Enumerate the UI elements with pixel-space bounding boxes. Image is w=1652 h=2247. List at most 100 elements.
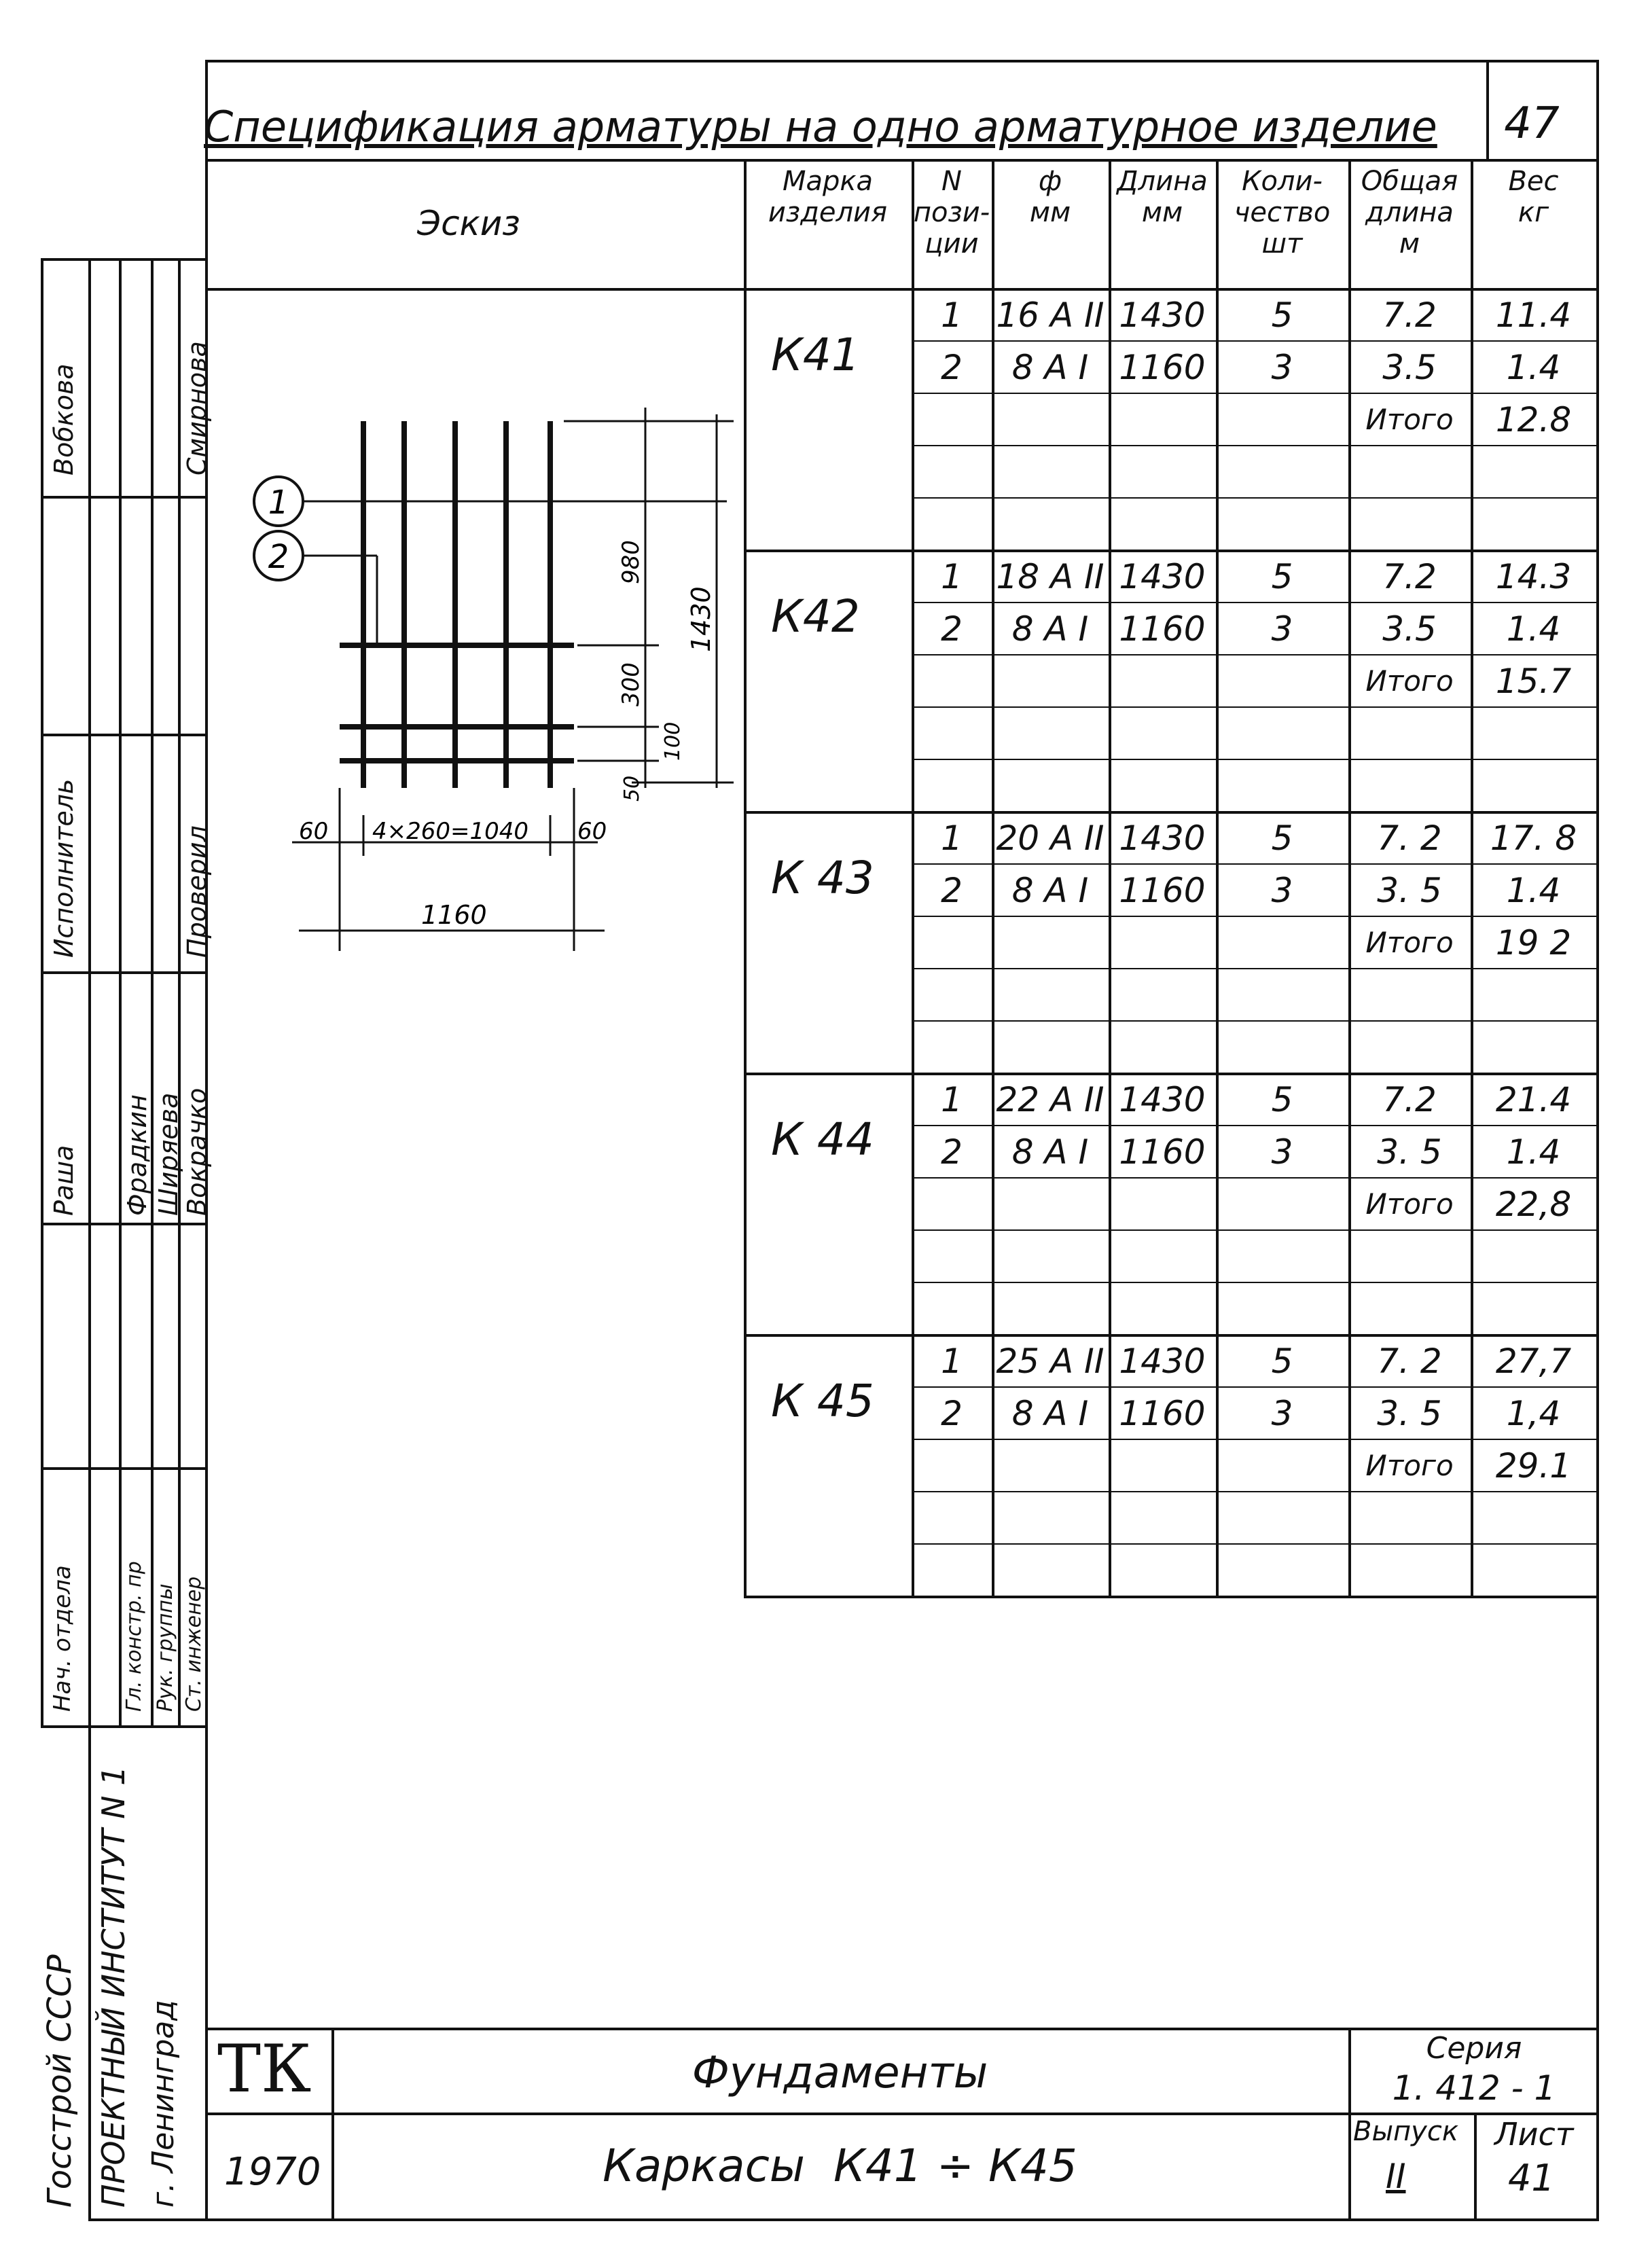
header-length-line: Длина	[1117, 166, 1208, 197]
header-total-len-line: Общая	[1361, 166, 1458, 197]
issue-value: II	[1386, 2157, 1406, 2196]
cell-qty: 5	[1271, 1342, 1293, 1381]
row-line	[912, 1282, 1599, 1283]
total-label: Итого	[1365, 1449, 1454, 1482]
dim-1430: 1430	[686, 586, 716, 652]
group-line	[744, 550, 1599, 552]
cell-dia: 25 А II	[996, 1342, 1105, 1381]
cell-weight: 27,7	[1495, 1342, 1572, 1381]
group-line	[744, 1334, 1599, 1337]
row-line	[912, 759, 1599, 760]
cell-qty: 3	[1271, 348, 1293, 387]
header-weight-line: Вес	[1508, 166, 1559, 197]
cell-length: 1160	[1119, 871, 1206, 910]
cell-weight: 1.4	[1506, 609, 1561, 649]
total-weight: 12.8	[1495, 400, 1572, 439]
check-name: Смирнова	[182, 341, 212, 475]
cell-length: 1430	[1119, 1342, 1206, 1381]
cell-dia: 8 А I	[1011, 1394, 1089, 1433]
row-line	[912, 1020, 1599, 1022]
cell-pos: 1	[941, 557, 963, 596]
cell-length: 1430	[1119, 819, 1206, 858]
pos2-callout: 2	[268, 538, 289, 576]
cell-dia: 8 А I	[1011, 871, 1089, 910]
cell-weight: 1,4	[1506, 1394, 1561, 1433]
row-line	[912, 916, 1599, 917]
cell-dia: 16 А II	[996, 295, 1105, 335]
cell-pos: 2	[941, 1132, 963, 1172]
cell-dia: 20 А II	[996, 819, 1105, 858]
row-line	[912, 1439, 1599, 1440]
cell-total-len: 3. 5	[1377, 1394, 1442, 1433]
name-shiryaeva: Ширяева	[154, 1092, 183, 1216]
group-line	[744, 1073, 1599, 1075]
header-length-line: мм	[1141, 197, 1183, 228]
cell-weight: 1.4	[1506, 348, 1561, 387]
item-mark: К41	[771, 329, 860, 381]
series-value: 1. 412 - 1	[1392, 2068, 1556, 2108]
item-mark: К 45	[771, 1375, 874, 1427]
cell-total-len: 3. 5	[1377, 1132, 1442, 1172]
item-mark: К42	[771, 590, 860, 643]
tb-line1: Фундаменты	[692, 2048, 988, 2098]
cell-qty: 5	[1271, 819, 1293, 858]
row-line	[912, 863, 1599, 865]
cell-total-len: 3.5	[1382, 348, 1437, 387]
header-mark-line: Марка	[782, 166, 874, 197]
col-line	[1596, 159, 1599, 1596]
frame-left	[205, 60, 208, 2220]
spec-title: Спецификация арматуры на одно арматурное…	[204, 102, 1437, 151]
dim-980: 980	[617, 540, 645, 584]
row-line	[912, 602, 1599, 603]
group-line	[744, 288, 1599, 291]
cell-qty: 3	[1271, 609, 1293, 649]
header-mark-line: изделия	[768, 197, 888, 228]
item-mark: К 43	[771, 852, 874, 904]
row-line	[912, 445, 1599, 446]
total-label: Итого	[1365, 664, 1454, 698]
header-total-len-line: длина	[1365, 197, 1454, 228]
cell-dia: 22 А II	[996, 1080, 1105, 1119]
tb-line2: Каркасы К41 ÷ К45	[603, 2140, 1077, 2192]
cell-weight: 21.4	[1495, 1080, 1572, 1119]
total-weight: 29.1	[1495, 1446, 1572, 1486]
cell-dia: 8 А I	[1011, 609, 1089, 649]
name-fradkin: Фрадкин	[122, 1094, 152, 1216]
cell-length: 1160	[1119, 348, 1206, 387]
cell-total-len: 3. 5	[1377, 871, 1442, 910]
cell-dia: 18 А II	[996, 557, 1105, 596]
header-weight-line: кг	[1518, 197, 1549, 228]
cell-pos: 2	[941, 348, 963, 387]
cell-length: 1430	[1119, 557, 1206, 596]
sheet-value: 41	[1508, 2157, 1555, 2199]
cell-pos: 2	[941, 871, 963, 910]
row-line	[912, 393, 1599, 394]
cell-total-len: 7. 2	[1377, 819, 1442, 858]
row-line	[912, 1491, 1599, 1492]
item-mark: К 44	[771, 1113, 874, 1166]
row-line	[912, 1229, 1599, 1231]
cell-total-len: 7.2	[1382, 1080, 1437, 1119]
header-dia-line: мм	[1029, 197, 1071, 228]
series-label: Серия	[1426, 2031, 1522, 2066]
exec-name: Вобкова	[49, 363, 79, 475]
cell-pos: 2	[941, 1394, 963, 1433]
frame-bottom	[88, 2218, 1599, 2221]
group-line	[744, 811, 1599, 814]
cell-dia: 8 А I	[1011, 1132, 1089, 1172]
col-line	[1471, 159, 1473, 1596]
col-line	[1109, 159, 1111, 1596]
role-head-dept: Нач. отдела	[49, 1565, 76, 1712]
row-line	[912, 706, 1599, 708]
total-weight: 15.7	[1495, 662, 1572, 701]
frame-sketch: 1 2 980 1430 300 100 50 60 4×260=1040 60…	[253, 408, 734, 951]
col-line	[992, 159, 994, 1596]
header-dia-line: ф	[1038, 166, 1062, 197]
cell-qty: 3	[1271, 1394, 1293, 1433]
cell-weight: 14.3	[1495, 557, 1572, 596]
